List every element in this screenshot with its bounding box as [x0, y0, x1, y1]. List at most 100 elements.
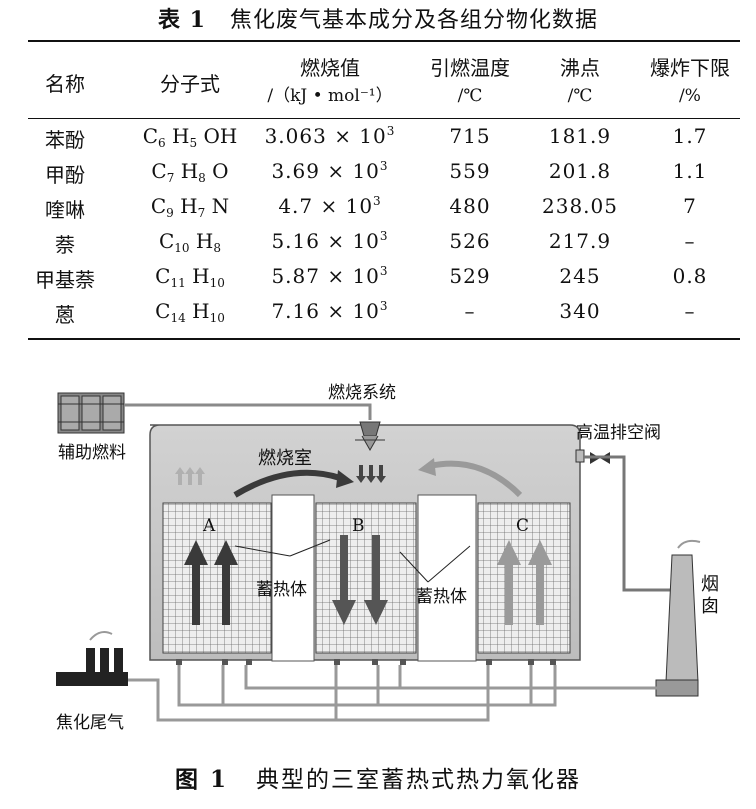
ignite-cell: 559 [449, 159, 491, 183]
regen-pointer-2 [289, 539, 331, 557]
header-lel-line1: 爆炸下限 [650, 56, 730, 80]
header-boil-line1: 沸点 [560, 56, 600, 80]
heat-exponent: 3 [373, 194, 382, 208]
formula-element: H [192, 264, 210, 288]
aux-fuel-label: 辅助燃料 [58, 443, 126, 463]
coking-plant-icon [56, 631, 128, 686]
ducts [128, 665, 660, 722]
regen-pointer-3 [399, 551, 429, 583]
ignite-cell: – [464, 299, 476, 323]
heat-mantissa: 7.16 × 10 [271, 299, 380, 323]
formula-subscript: 6 [158, 136, 166, 150]
boil-cell: 201.8 [548, 159, 612, 183]
formula-element: H [172, 124, 190, 148]
formula-subscript: 14 [170, 311, 186, 325]
formula-subscript: 5 [189, 136, 198, 150]
heat-mantissa: 3.69 × 10 [271, 159, 380, 183]
formula-subscript: 11 [170, 276, 186, 290]
formula-cell: C9 H7 N [135, 194, 245, 220]
regen-bed-a [162, 502, 272, 654]
heat-mantissa: 5.16 × 10 [271, 229, 380, 253]
flow-arrow-c-to-b [429, 460, 523, 498]
lel-cell: 1.7 [672, 124, 708, 148]
lel-cell: 0.8 [672, 264, 708, 288]
formula-subscript: 8 [213, 241, 222, 255]
heat-exponent: 3 [379, 299, 389, 313]
header-lel-line2: /% [679, 86, 701, 106]
table-title: 表 1 焦化废气基本成分及各组分物化数据 [0, 2, 756, 34]
header-name: 名称 [45, 72, 85, 96]
formula-element: O [212, 159, 229, 183]
ignite-cell: 480 [449, 194, 491, 218]
table-label: 表 1 [158, 7, 206, 33]
chamber-b-label: B [352, 516, 365, 536]
gap-bc [417, 494, 477, 662]
boil-cell: 340 [559, 299, 601, 323]
heat-value-cell: 3.69 × 103 [255, 159, 405, 183]
boil-cell: 245 [559, 264, 601, 288]
header-ignite: 引燃温度 /℃ [410, 54, 530, 110]
chimney-label: 烟 囱 [701, 574, 719, 617]
name-cell: 甲酚 [45, 163, 85, 187]
formula-cell: C6 H5 OH [135, 124, 245, 150]
name-cell: 甲基萘 [35, 268, 95, 292]
ignite-cell: 529 [449, 264, 491, 288]
figure-caption-text: 典型的三室蓄热式热力氧化器 [255, 767, 581, 793]
regen-pointer-4 [427, 545, 471, 583]
header-heat-line2: /（kJ • mol⁻¹） [267, 86, 393, 106]
hot-vent-label: 高温排空阀 [576, 423, 661, 443]
formula-element: C [142, 124, 158, 148]
header-ignite-line2: /℃ [457, 86, 483, 106]
heat-exponent: 3 [379, 229, 389, 243]
name-cell: 苯酚 [45, 128, 85, 152]
formula-element: C [155, 299, 171, 323]
formula-element: C [155, 264, 171, 288]
name-cell: 蒽 [55, 303, 75, 327]
formula-subscript: 7 [166, 171, 175, 185]
flow-arrow-c-to-b-head [418, 458, 436, 476]
chamber-c-label: C [516, 516, 530, 536]
formula-subscript: 10 [209, 276, 225, 290]
header-boil-line2: /℃ [567, 86, 593, 106]
lel-cell: – [684, 299, 696, 323]
ignite-cell: 715 [449, 124, 491, 148]
header-heat-line1: 燃烧值 [300, 56, 360, 80]
table-top-rule [28, 40, 740, 42]
figure-caption: 图 1 典型的三室蓄热式热力氧化器 [0, 760, 756, 794]
lel-cell: – [684, 229, 696, 253]
coking-exhaust-label: 焦化尾气 [56, 713, 124, 733]
boil-cell: 238.05 [542, 194, 618, 218]
combustion-chamber-label: 燃烧室 [258, 448, 312, 469]
chamber-b-small-down-arrows [356, 465, 386, 483]
chimney-icon [655, 539, 701, 697]
heat-value-cell: 7.16 × 103 [255, 299, 405, 323]
heat-value-cell: 3.063 × 103 [255, 124, 405, 148]
aux-fuel-pipe [124, 403, 372, 420]
formula-subscript: 10 [209, 311, 225, 325]
formula-cell: C10 H8 [135, 229, 245, 255]
chamber-a-small-up-arrows [175, 467, 205, 485]
formula-cell: C14 H10 [135, 299, 245, 325]
table-header-rule [28, 118, 740, 119]
table-bottom-rule [28, 338, 740, 340]
formula-element: C [150, 194, 167, 218]
figure-caption-label: 图 1 [175, 766, 229, 793]
chamber-a-up-arrows [184, 540, 238, 625]
formula-element: C [151, 159, 167, 183]
regen-bed-c [477, 502, 571, 654]
aux-fuel-barrels-icon [57, 392, 125, 434]
header-formula: 分子式 [160, 72, 220, 96]
regen-bed-b [315, 502, 417, 654]
formula-element: H [192, 299, 210, 323]
ignite-cell: 526 [449, 229, 491, 253]
formula-element: C [158, 229, 175, 253]
formula-subscript: 9 [166, 206, 174, 220]
heat-value-cell: 4.7 × 103 [255, 194, 405, 218]
heat-value-cell: 5.16 × 103 [255, 229, 405, 253]
heat-exponent: 3 [379, 159, 389, 173]
table-title-text: 焦化废气基本成分及各组分物化数据 [229, 8, 598, 33]
heat-mantissa: 5.87 × 10 [271, 264, 380, 288]
formula-element: OH [203, 124, 238, 148]
regen-pointer-1 [234, 545, 291, 557]
header-heat: 燃烧值 /（kJ • mol⁻¹） [255, 54, 405, 110]
